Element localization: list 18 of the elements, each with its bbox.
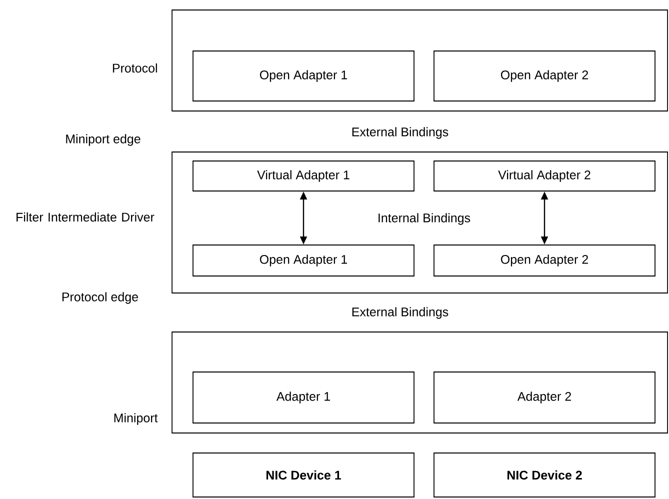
- annotation-label: External Bindings: [352, 127, 448, 139]
- layer-label: Protocol: [112, 63, 157, 73]
- annotation-label: External Bindings: [352, 307, 448, 319]
- adapter-box: Open Adapter 1: [192, 244, 414, 276]
- device-box: NIC Device 1: [192, 452, 414, 498]
- adapter-box: Open Adapter 2: [434, 50, 656, 102]
- device-box: NIC Device 2: [434, 452, 656, 498]
- adapter-box: Open Adapter 2: [434, 244, 656, 276]
- annotation-label: Internal Bindings: [378, 213, 470, 225]
- adapter-box: Adapter 1: [192, 372, 414, 424]
- annotation-label: Protocol edge: [62, 292, 138, 304]
- adapter-box: Virtual Adapter 1: [192, 160, 414, 192]
- adapter-box: Open Adapter 1: [192, 50, 414, 102]
- layer-label: Filter Intermediate Driver: [16, 212, 154, 222]
- layer-label: Miniport: [114, 413, 158, 425]
- adapter-box: Virtual Adapter 2: [434, 160, 656, 192]
- adapter-box: Adapter 2: [434, 372, 656, 424]
- annotation-label: Miniport edge: [66, 134, 140, 146]
